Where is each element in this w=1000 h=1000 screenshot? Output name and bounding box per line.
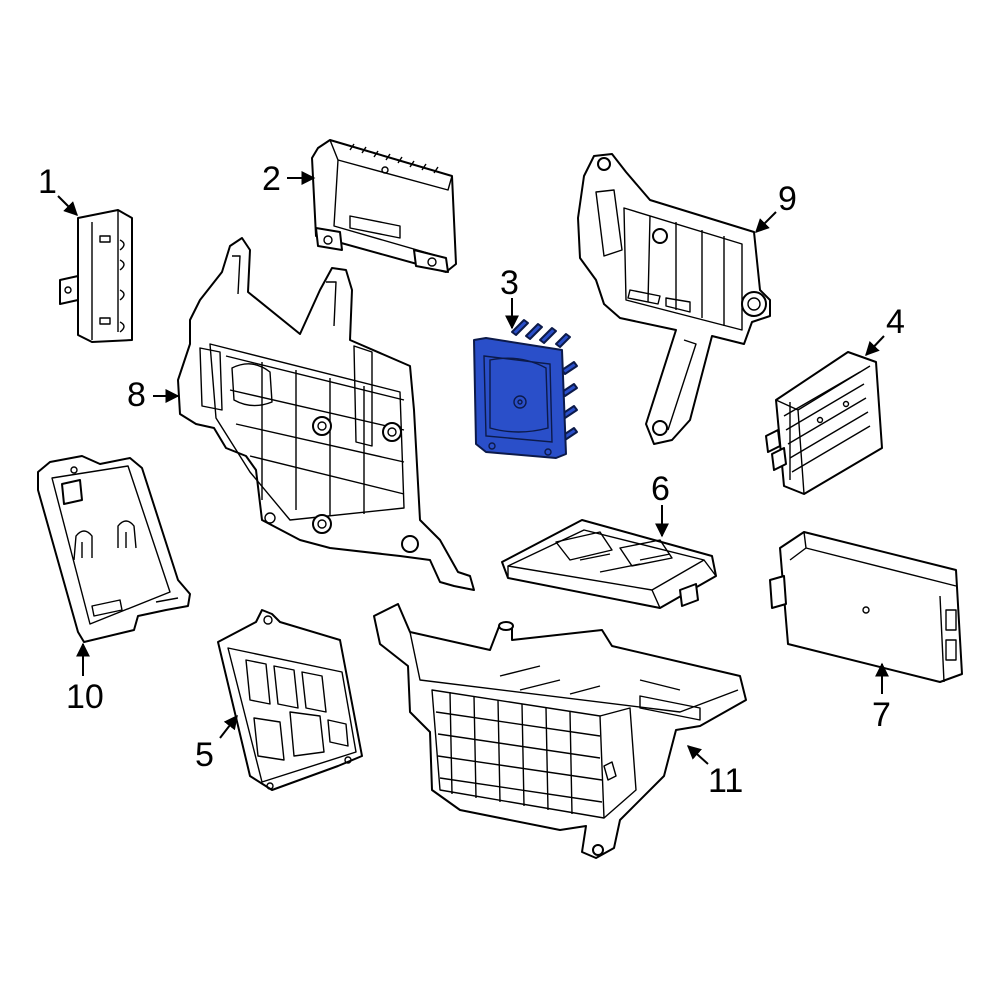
leader-9 bbox=[755, 211, 777, 233]
callout-9: 9 bbox=[778, 180, 797, 218]
part-10-plate[interactable] bbox=[37, 455, 191, 643]
leader-lines bbox=[57, 171, 889, 765]
callout-1: 1 bbox=[38, 163, 57, 201]
callout-4: 4 bbox=[886, 303, 905, 341]
callout-3: 3 bbox=[500, 264, 519, 302]
callout-6: 6 bbox=[651, 470, 670, 508]
callout-11: 11 bbox=[708, 762, 743, 800]
callout-2: 2 bbox=[262, 160, 281, 198]
leader-4 bbox=[865, 335, 885, 357]
part-5-relay-box[interactable] bbox=[217, 609, 363, 791]
part-4-amplifier[interactable] bbox=[765, 351, 883, 495]
part-11-tray[interactable] bbox=[373, 603, 747, 859]
part-9-bracket[interactable] bbox=[577, 153, 771, 445]
part-1-module[interactable] bbox=[59, 209, 133, 343]
part-7-control-module[interactable] bbox=[769, 531, 963, 683]
part-6-module[interactable] bbox=[501, 519, 717, 609]
callout-8: 8 bbox=[127, 376, 146, 414]
callout-5: 5 bbox=[195, 736, 214, 774]
leader-5 bbox=[219, 714, 238, 739]
part-2-module[interactable] bbox=[311, 139, 457, 273]
callout-labels: 1 2 3 4 5 6 7 8 9 10 11 bbox=[38, 160, 905, 800]
callout-7: 7 bbox=[872, 696, 891, 734]
part-3-module-highlighted[interactable] bbox=[473, 319, 578, 459]
part-8-bracket[interactable] bbox=[177, 237, 475, 591]
leader-11 bbox=[686, 745, 709, 765]
callout-10: 10 bbox=[66, 678, 104, 716]
leader-1 bbox=[57, 195, 78, 216]
